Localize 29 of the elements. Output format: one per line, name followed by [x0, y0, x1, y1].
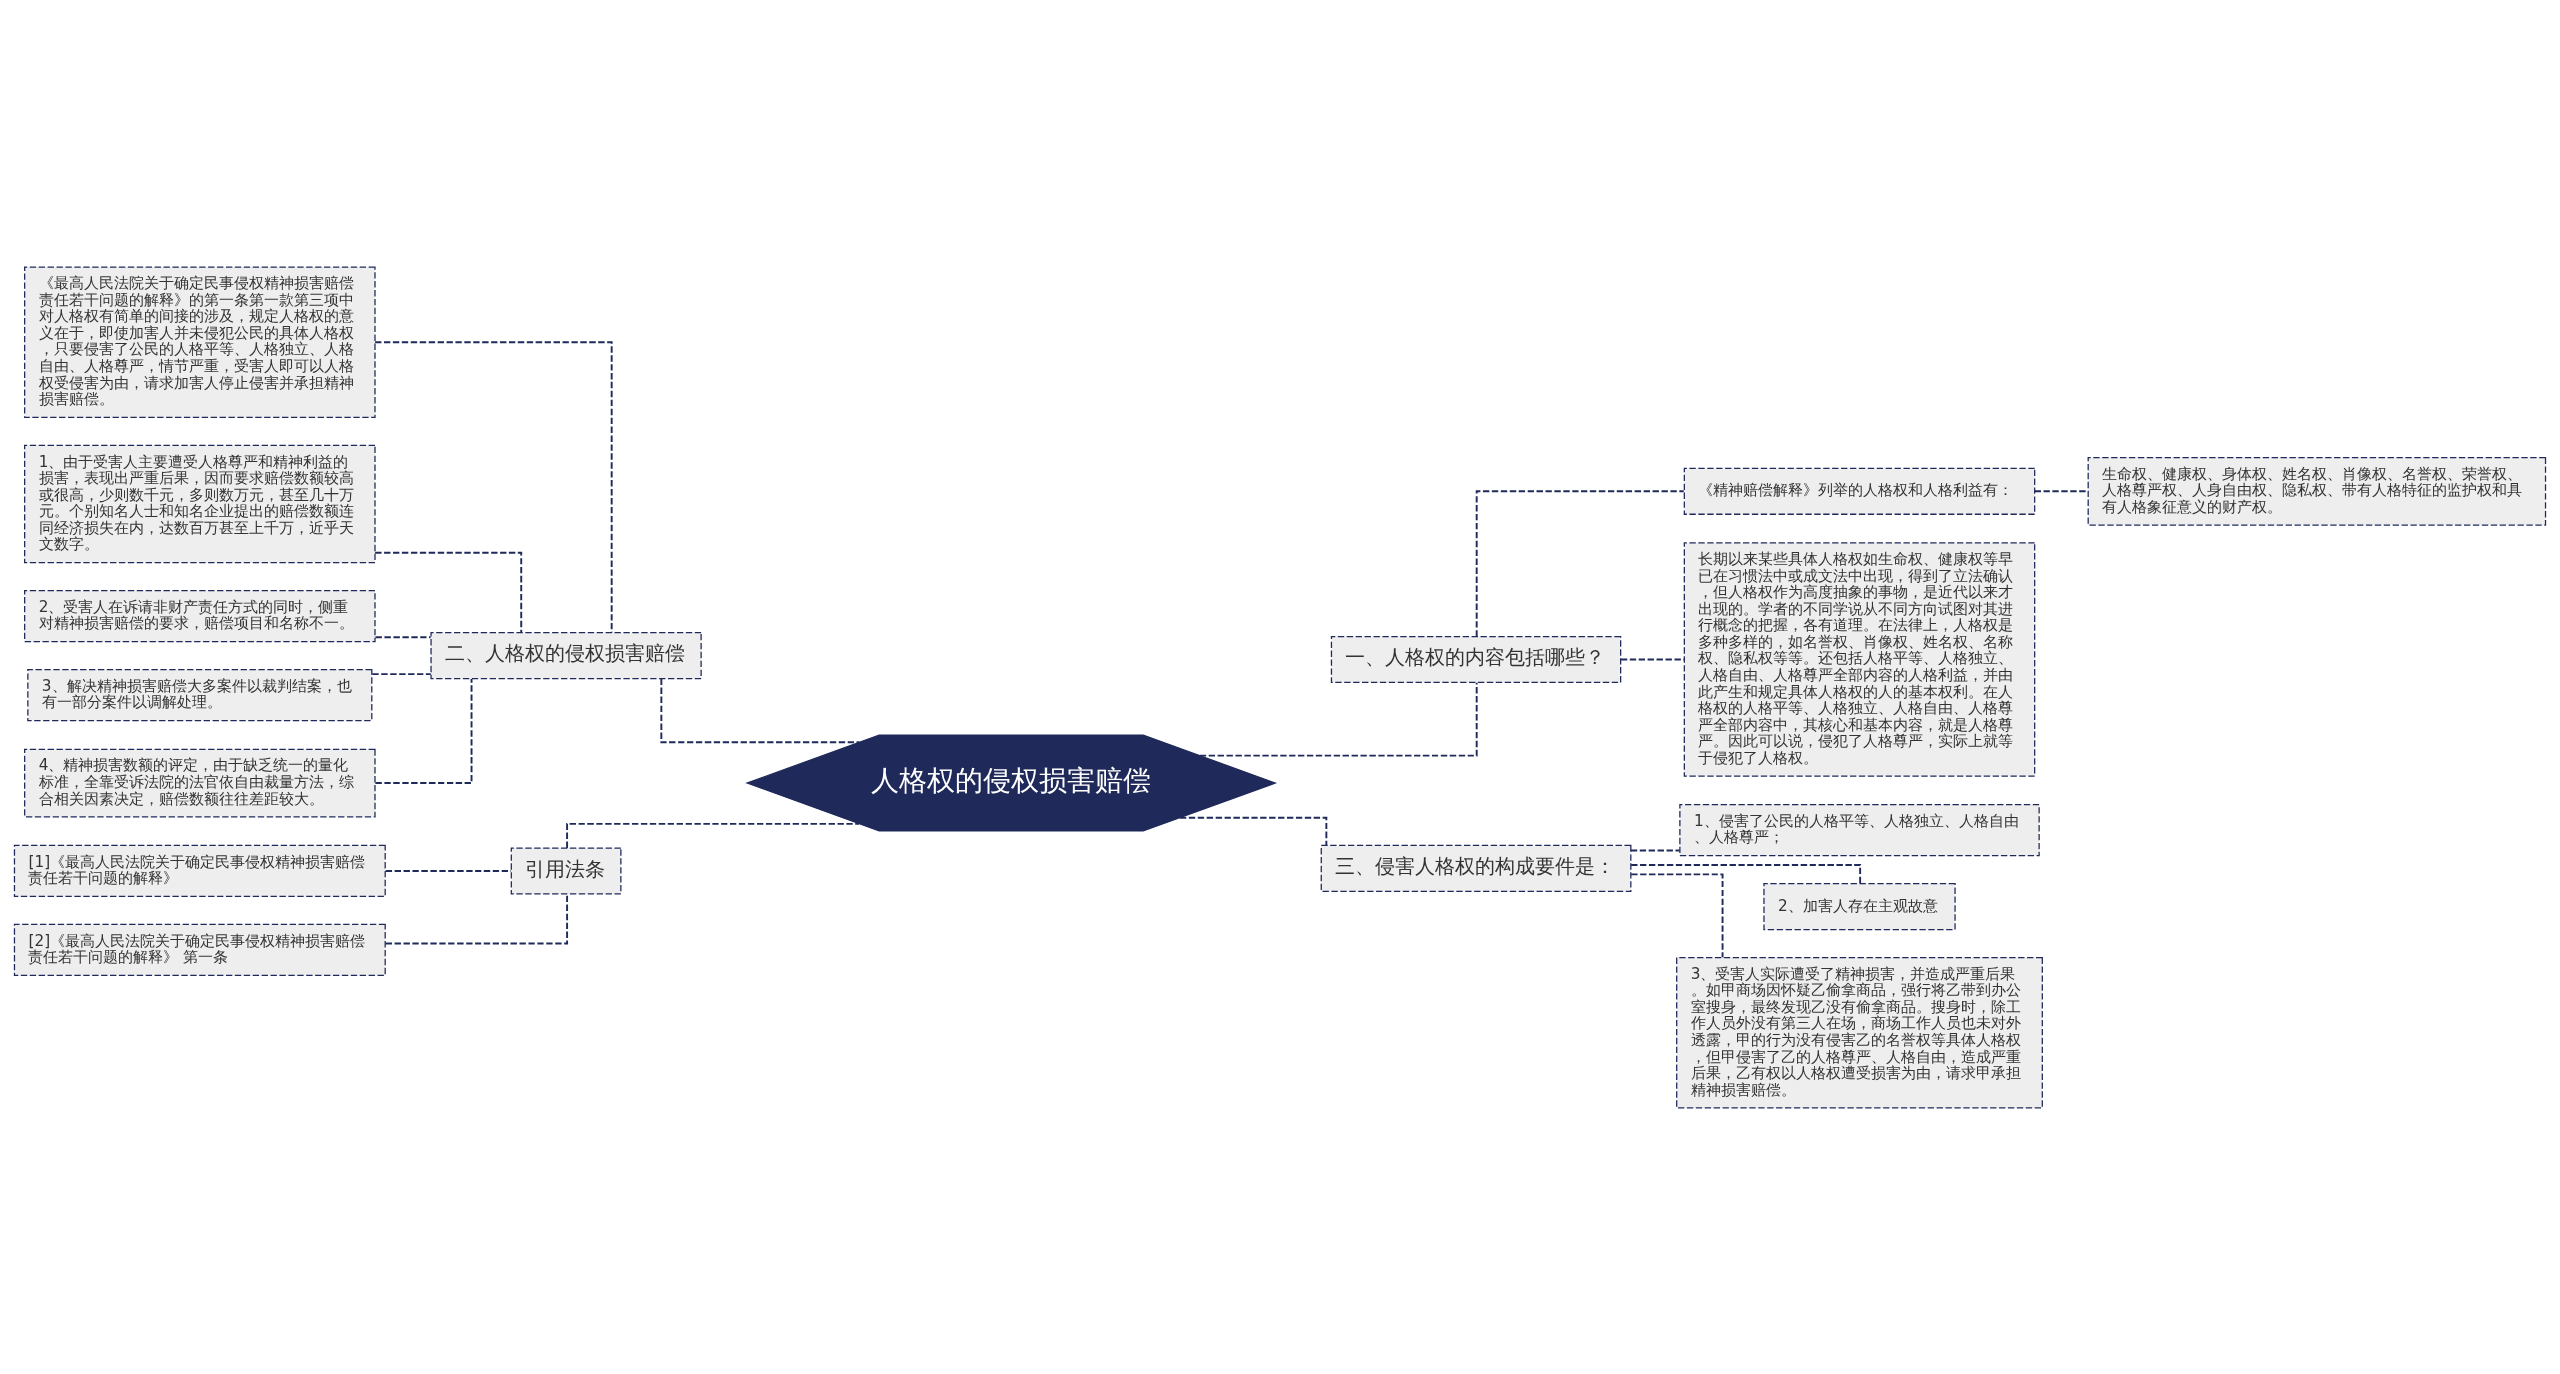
- connector: [566, 822, 860, 849]
- node-box: 4、精神损害数额的评定，由于缺乏统一的量化标准，全靠受诉法院的法官依自由裁量方法，综合相关因素决定，赔偿数额往往差距较大。: [24, 748, 376, 817]
- node-box: 3、受害人实际遭受了精神损害，并造成严重后果。如甲商场因怀疑乙偷拿商品，强行将乙带到办公室搜身，最终发现乙没有偷拿商品。搜身时，除工作人员外没有第三人在场，商场工作人员也未对外透露，甲的行为没有侵害乙的名誉权等具体人格权，但甲侵害了乙的人格尊严、人格自由，造成严重后果，乙有权以人格权遭受损害为由，请求甲承担精神损害赔偿。: [1676, 956, 2043, 1109]
- node-box: 《精神赔偿解释》列举的人格权和人格利益有：: [1683, 467, 2036, 515]
- node-box: 生命权、健康权、身体权、姓名权、肖像权、名誉权、荣誉权、人格尊严权、人身自由权、隐私权、带有人格特征的监护权和具有人格象征意义的财产权。: [2087, 456, 2547, 526]
- connector: [1630, 872, 1724, 958]
- node-box: 三、侵害人格权的构成要件是：: [1320, 844, 1632, 892]
- node-box: 1、由于受害人主要遭受人格尊严和精神利益的损害，表现出严重后果，因而要求赔偿数额较高或很高，少则数千元，多则数万元，甚至几十万元。个别知名人士和知名企业提出的赔偿数额连同经济损失在内，达数百万甚至上千万，近乎天文数字。: [24, 444, 376, 563]
- connector: [374, 677, 473, 784]
- node-box: 长期以来某些具体人格权如生命权、健康权等早已在习惯法中或成文法中出现，得到了立法确认，但人格权作为高度抽象的事物，是近代以来才出现的。学者的不同学说从不同方向试图对其进行概念的把握，各有道理。在法律上，人格权是多种多样的，如名誉权、肖像权、姓名权、名称权、隐私权等等。还包括人格平等、人格独立、人格自由、人格尊严全部内容的人格利益，并由此产生和规定具体人格权的人的基本权利。在人格权的人格平等、人格独立、人格自由、人格尊严全部内容中，其核心和基本内容，就是人格尊严。因此可以说，侵犯了人格尊严，实际上就等于侵犯了人格权。: [1683, 541, 2036, 777]
- node-box: 3、解决精神损害赔偿大多案件以裁判结案，也有一部分案件以调解处理。: [27, 668, 373, 721]
- connector: [1620, 658, 1686, 660]
- node-box: 《最高人民法院关于确定民事侵权精神损害赔偿责任若干问题的解释》的第一条第一款第三项中对人格权有简单的间接的涉及，规定人格权的意义在于，即使加害人并未侵犯公民的具体人格权，只要侵害了公民的人格平等、人格独立、人格自由、人格尊严，情节严重，受害人即可以人格权受侵害为由，请求加害人停止侵害并承担精神损害赔偿。: [24, 265, 376, 418]
- connector: [1475, 489, 1685, 637]
- connector: [1629, 849, 1681, 852]
- connector: [374, 340, 613, 634]
- connector: [1198, 681, 1478, 757]
- node-box: 二、人格权的侵权损害赔偿: [430, 631, 702, 679]
- node-box: 2、受害人在诉请非财产责任方式的同时，侧重对精神损害赔偿的要求，赔偿项目和名称不一。: [24, 589, 376, 642]
- node-box: 1、侵害了公民的人格平等、人格独立、人格自由、人格尊严；: [1679, 803, 2040, 856]
- node-box: [1]《最高人民法院关于确定民事侵权精神损害赔偿责任若干问题的解释》: [13, 844, 386, 897]
- node-box: 2、加害人存在主观故意: [1763, 882, 1956, 930]
- connector: [374, 635, 432, 638]
- connector: [660, 677, 861, 743]
- connector: [374, 551, 523, 633]
- connector: [371, 672, 432, 675]
- node-box: 引用法条: [510, 846, 622, 894]
- node-box: 一、人格权的内容包括哪些？: [1330, 635, 1622, 683]
- node-box: [2]《最高人民法院关于确定民事侵权精神损害赔偿责任若干问题的解释》 第一条: [13, 923, 386, 976]
